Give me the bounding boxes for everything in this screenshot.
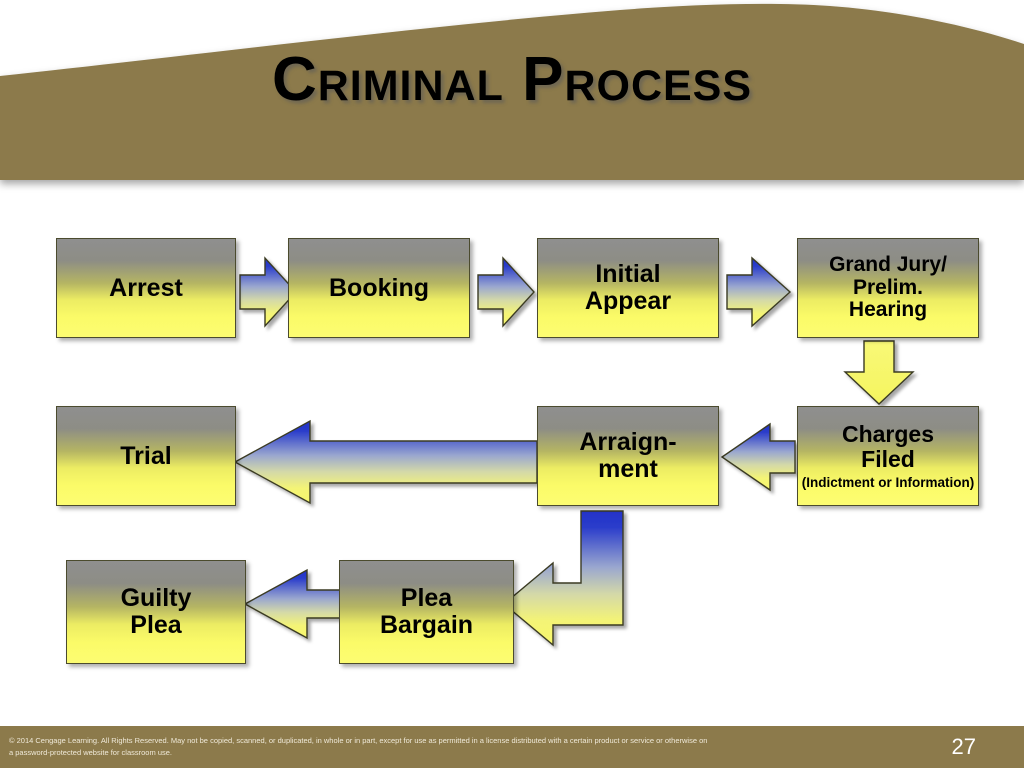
arrow-grandjury-to-charges [843,340,915,405]
flow-node-initial-line-1: Appear [584,287,672,315]
flow-node-grandjury-line-0: Grand Jury/ [829,252,947,276]
flow-node-pleabargain-line-1: Bargain [379,611,474,639]
flow-node-guiltyplea-line-0: Guilty [120,584,192,612]
flow-node-guiltyplea-line-1: Plea [130,611,182,639]
flow-node-arrest[interactable]: Arrest [56,238,236,338]
flow-node-trial[interactable]: Trial [56,406,236,506]
flow-node-arrest-line-0: Arrest [109,273,183,302]
flow-node-initial-appearance[interactable]: Initial Appear [537,238,719,338]
page-number: 27 [951,734,976,759]
flow-node-arraignment-line-1: ment [598,455,658,483]
arrow-arraignment-to-trial [233,419,538,505]
flow-node-guilty-plea[interactable]: Guilty Plea [66,560,246,664]
copyright-notice: © 2014 Cengage Learning. All Rights Rese… [9,736,708,758]
header-banner: Criminal Process [0,0,1024,196]
flow-node-grand-jury[interactable]: Grand Jury/ Prelim. Hearing [797,238,979,338]
page-title: Criminal Process [271,45,753,114]
flow-node-charges-filed[interactable]: Charges Filed (Indictment or Information… [797,406,979,506]
flow-node-grandjury-line-1: Prelim. [852,275,924,299]
flow-node-charges-line-1: Filed [861,445,915,472]
arrow-charges-to-arraignment [720,422,796,492]
arrow-initial-to-grandjury [726,256,792,328]
arrow-booking-to-initial [477,256,535,328]
flow-node-booking-line-0: Booking [329,273,429,302]
flow-node-arraignment[interactable]: Arraign- ment [537,406,719,506]
flow-node-booking[interactable]: Booking [288,238,470,338]
flow-node-pleabargain-line-0: Plea [400,584,453,612]
arrow-pleabargain-to-guiltyplea [243,568,341,640]
footer-bar: © 2014 Cengage Learning. All Rights Rese… [0,726,1024,768]
flow-node-initial-line-0: Initial [595,260,661,288]
header-banner-shape [0,3,1024,181]
banner-curved-fill [0,3,1024,181]
flow-node-arraignment-line-0: Arraign- [579,428,677,456]
flow-node-grandjury-line-2: Hearing [848,298,928,322]
flow-node-trial-line-0: Trial [120,441,172,470]
flow-node-charges-line-0: Charges [841,421,935,448]
flow-node-plea-bargain[interactable]: Plea Bargain [339,560,514,664]
arrow-arraignment-to-pleabargain [502,510,624,647]
flow-node-charges-subtext: (Indictment or Information) [801,474,975,490]
